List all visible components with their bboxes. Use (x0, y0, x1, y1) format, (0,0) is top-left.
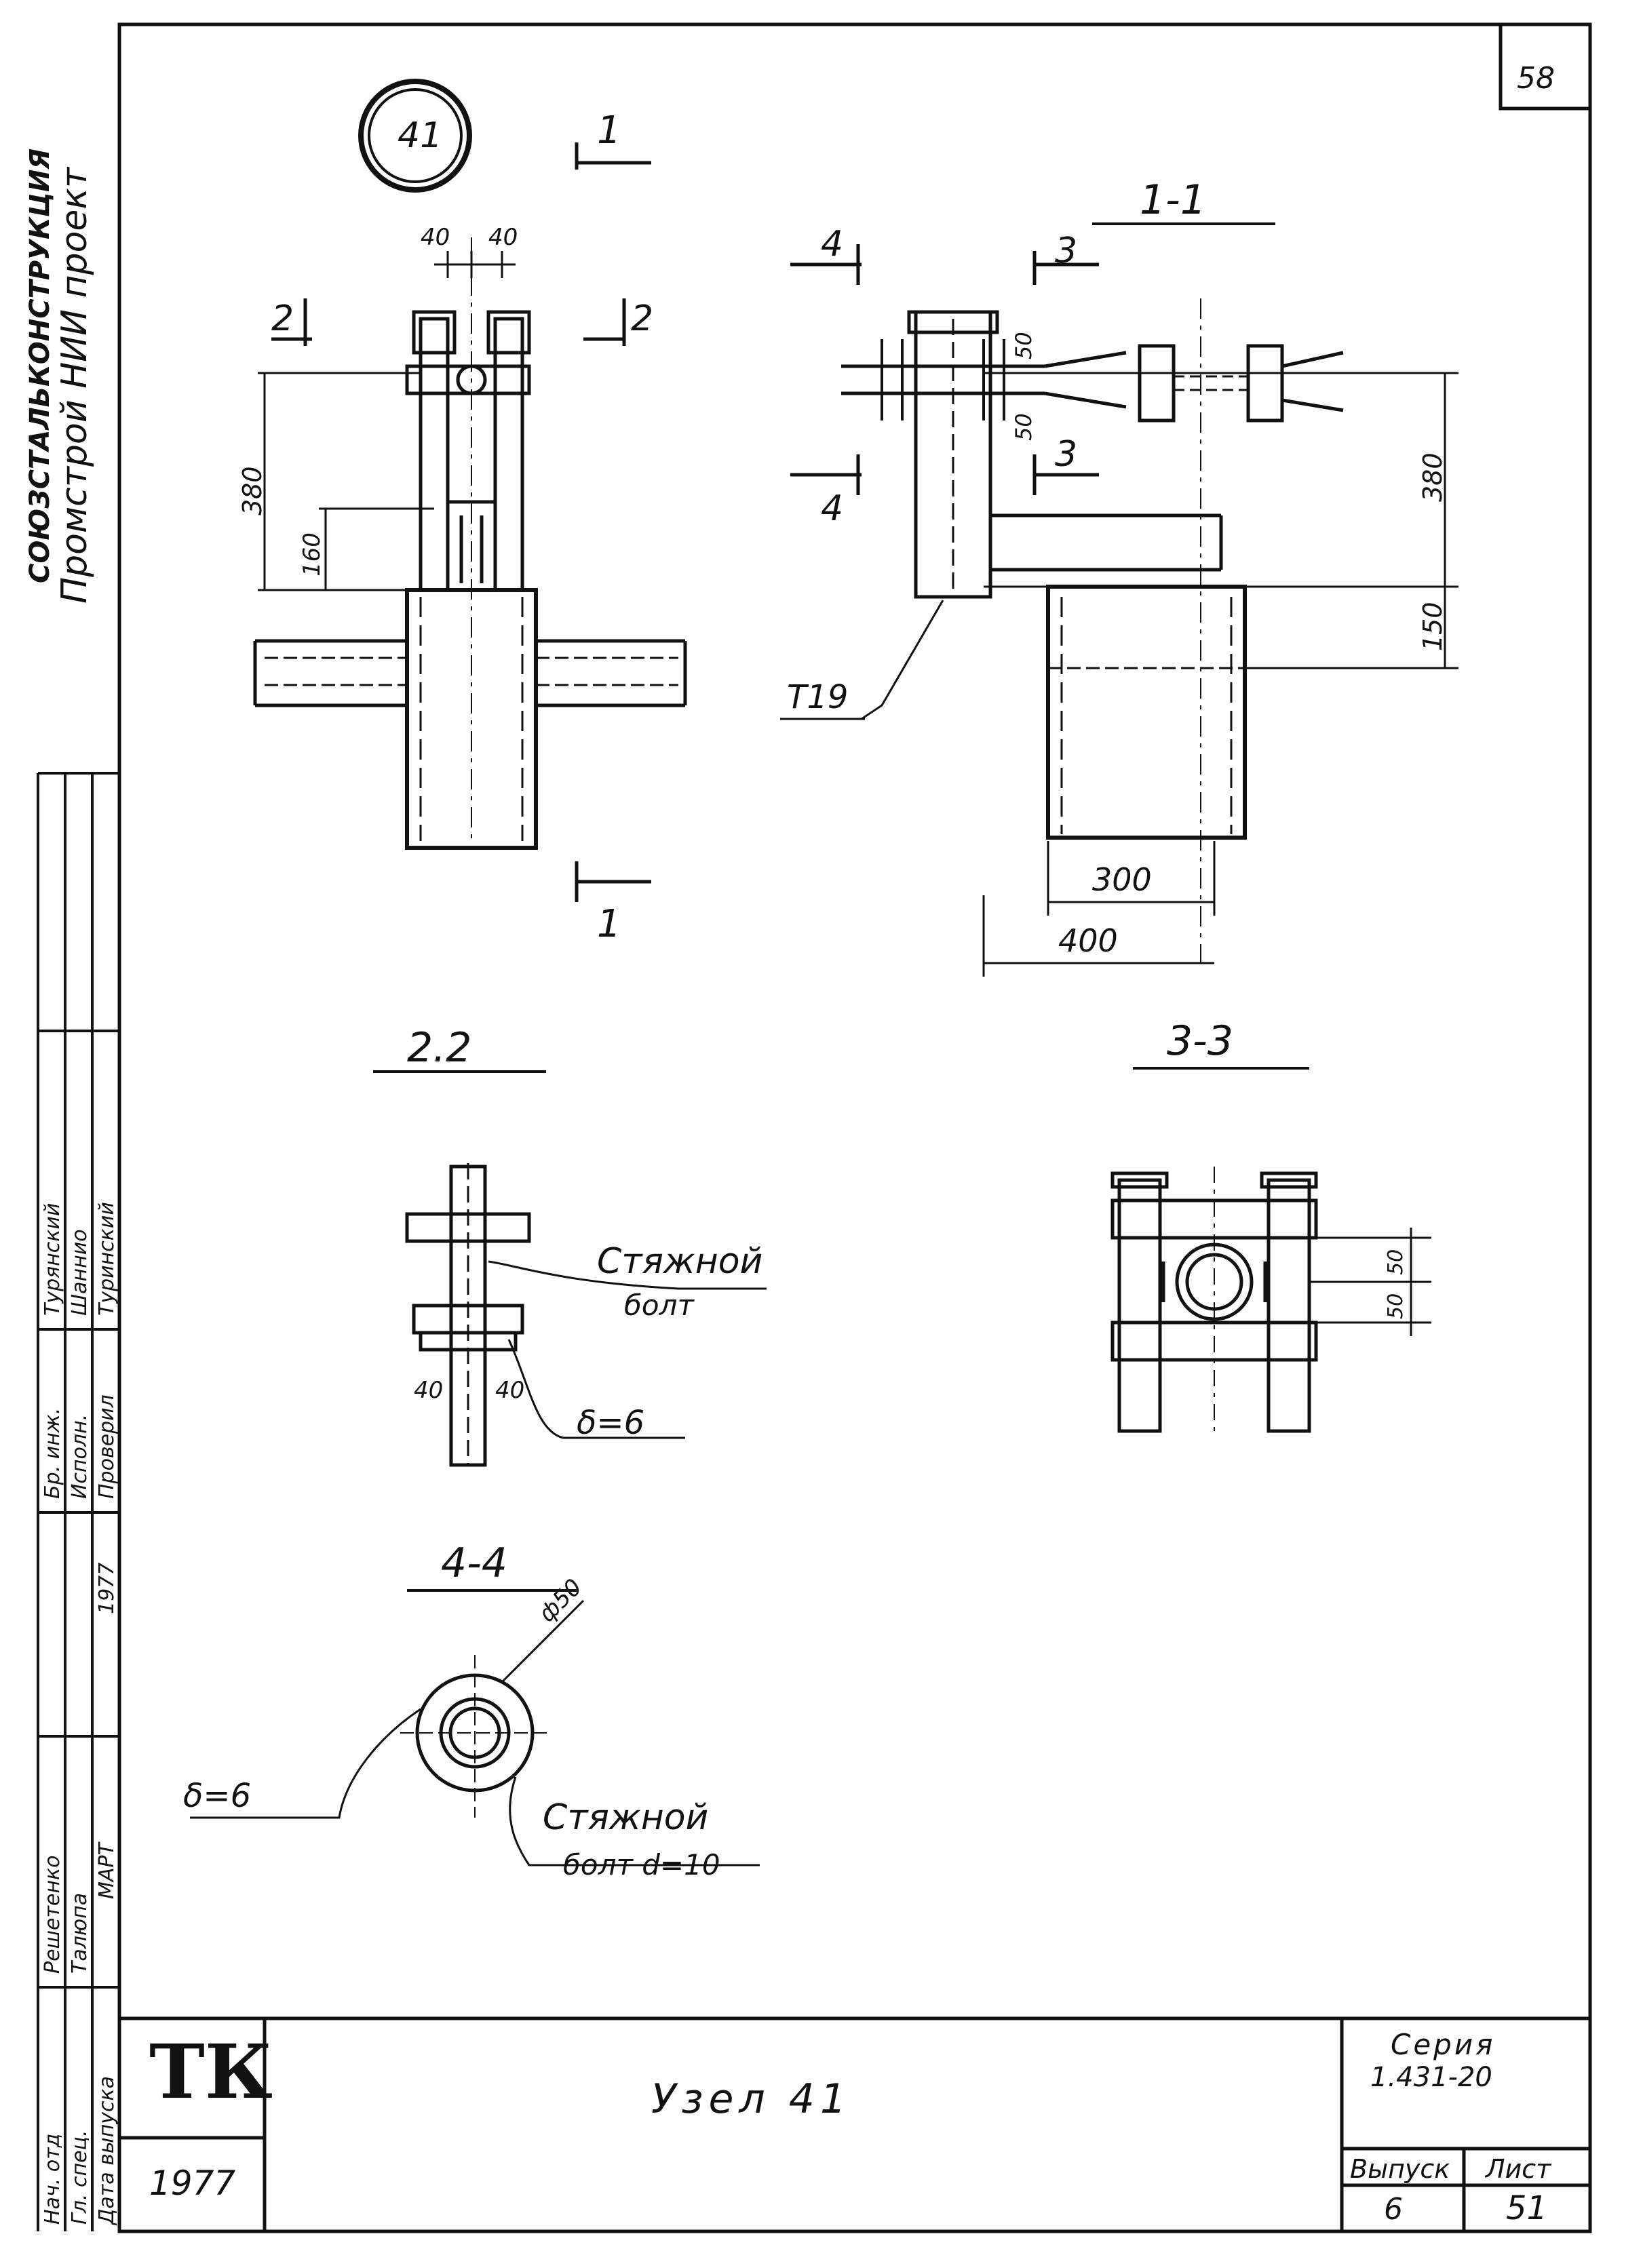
section-1-1-title: 1-1 (1140, 176, 1206, 224)
dim-50-a: 50 (1011, 332, 1037, 359)
label-delta2: δ=6 (183, 1777, 252, 1815)
cut-mark-2-left: 2 (271, 298, 294, 339)
stamp-role-1: Нач. отд (41, 2133, 64, 2225)
stamp-name2-2: Шаннио (68, 1229, 92, 1316)
dim-40-b: 40 (488, 224, 518, 251)
dim-380-b: 380 (1418, 452, 1448, 502)
node-bubble (358, 79, 472, 193)
label-bolt2-b: болт d=10 (563, 1848, 720, 1881)
dim-380-a: 380 (237, 466, 267, 515)
section-1-1 (780, 222, 1458, 977)
section-3-3-title: 3-3 (1167, 1017, 1233, 1065)
section-2-2 (373, 1070, 767, 1467)
label-bolt2-a: Стяжной (543, 1797, 709, 1838)
stamp-name2-1: Турянский (41, 1203, 64, 1316)
title-year: 1977 (149, 2164, 236, 2203)
cut-mark-4-top: 4 (821, 224, 844, 265)
cut-mark-3-bottom: 3 (1055, 434, 1078, 475)
cut-mark-1-bottom: 1 (597, 902, 621, 946)
section-4-4 (190, 1589, 760, 1866)
stamp-role2-1: Бр. инж. (41, 1407, 64, 1499)
sheet-value: 51 (1506, 2189, 1548, 2227)
issue-label: Выпуск (1350, 2154, 1450, 2184)
cut-mark-4-bottom: 4 (821, 488, 844, 529)
label-delta1: δ=6 (577, 1404, 645, 1442)
org-line2: Промстрой НИИ проект (54, 167, 95, 604)
dim-50-c: 50 (1384, 1249, 1408, 1275)
label-bolt1-a: Стяжной (597, 1241, 763, 1282)
label-t19: Т19 (787, 678, 849, 716)
dim-50-b: 50 (1011, 413, 1037, 441)
drawing-frame (117, 22, 1592, 2233)
stamp-name2-3: Туринский (95, 1202, 119, 1316)
logo-tk: ТК (149, 2028, 273, 2115)
dim-50-d: 50 (1384, 1293, 1408, 1319)
stamp-role2-3: Проверил (95, 1394, 119, 1499)
stamp-year: 1977 (95, 1562, 119, 1614)
cut-mark-3-top: 3 (1055, 231, 1078, 271)
dim-40-c: 40 (414, 1377, 444, 1404)
node-number: 41 (398, 115, 443, 156)
dim-150: 150 (1418, 602, 1448, 651)
sheet-number: 58 (1517, 61, 1555, 96)
series-label: Серия (1391, 2028, 1496, 2061)
stamp-strip (37, 772, 119, 2231)
drawing-title: Узел 41 (651, 2075, 852, 2123)
cut-mark-2-right: 2 (631, 298, 654, 339)
dim-160: 160 (298, 532, 326, 576)
section-2-2-title: 2.2 (407, 1024, 472, 1072)
stamp-role-2: Гл. спец. (68, 2130, 92, 2225)
dim-400: 400 (1058, 922, 1118, 959)
front-view (253, 142, 687, 902)
issue-value: 6 (1384, 2192, 1403, 2227)
org-line1: СОЮЗСТАЛЬКОНСТРУКЦИЯ (24, 148, 56, 583)
dim-40-d: 40 (495, 1377, 525, 1404)
label-bolt1-b: болт (624, 1289, 694, 1322)
stamp-role-3: Дата выпуска (95, 2076, 119, 2225)
series-value: 1.431-20 (1370, 2062, 1492, 2093)
stamp-name-1: Решетенко (41, 1855, 64, 1974)
title-block (119, 2016, 1590, 2231)
stamp-month: МАРТ (95, 1843, 119, 1899)
section-3-3 (1110, 1067, 1431, 1438)
stamp-role2-2: Исполн. (68, 1413, 92, 1499)
dim-40-a: 40 (421, 224, 450, 251)
dim-300: 300 (1092, 861, 1152, 898)
cut-mark-1-top: 1 (597, 109, 621, 153)
section-4-4-title: 4-4 (441, 1540, 507, 1587)
sheet-label: Лист (1486, 2154, 1551, 2184)
stamp-name-2: Талюпа (68, 1892, 92, 1974)
